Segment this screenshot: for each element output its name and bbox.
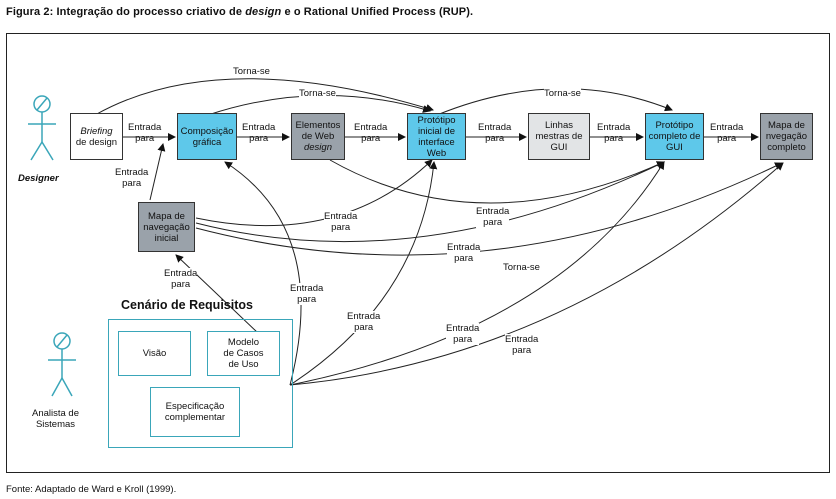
edge-mapainicial-composicao: [149, 143, 166, 201]
edge-scenario-mapacompleto: [289, 162, 784, 386]
figure-source: Fonte: Adaptado de Ward e Kroll (1999).: [6, 484, 177, 495]
edge-mapainicial-mapacompleto-tornase: [195, 162, 783, 256]
edge-briefing-prototipo-tornase: [94, 78, 434, 116]
node-visao: Visão: [118, 331, 191, 376]
scenario-title: Cenário de Requisitos: [121, 298, 253, 312]
scenario-box: [108, 319, 293, 448]
edge-elementos-completo: [329, 159, 665, 204]
label-tornase-1: Torna-se: [233, 66, 270, 77]
edge-scenario-completo: [289, 161, 665, 386]
analista-actor-icon: [48, 332, 76, 397]
edge-scenario-composicao: [224, 161, 302, 386]
diagram-frame: [6, 33, 830, 473]
label-tornase-3: Torna-se: [544, 88, 581, 99]
label-tornase-2: Torna-se: [299, 88, 336, 99]
figure-caption: Figura 2: Integração do processo criativ…: [6, 6, 474, 18]
edge-scenario-prototipo: [289, 161, 438, 386]
designer-actor-icon: [28, 95, 56, 161]
label-tornase-4: Torna-se: [503, 262, 540, 273]
edge-mapainicial-prototipo: [195, 159, 433, 227]
edge-mapainicial-completo: [195, 161, 665, 242]
designer-label: Designer: [18, 173, 59, 184]
